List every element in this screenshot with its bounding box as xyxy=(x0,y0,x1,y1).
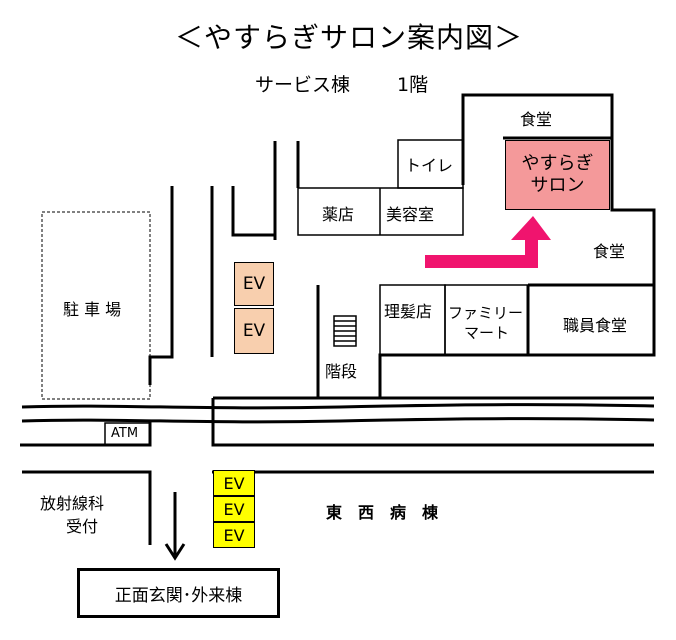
ev-label: EV xyxy=(223,525,245,545)
ev-label: EV xyxy=(223,499,245,519)
ev-label: EV xyxy=(242,321,266,341)
entrance-label: 正面玄関･外来棟 xyxy=(114,585,243,606)
atm-label: ATM xyxy=(111,426,139,441)
floor-level: 1階 xyxy=(397,74,429,96)
salon-label-line1: やすらぎ xyxy=(521,153,594,174)
room-pharmacy: 薬店 xyxy=(322,205,355,224)
ward-elevator-2: EV xyxy=(213,496,255,522)
ev-label: EV xyxy=(242,274,266,294)
room-stairs: 階段 xyxy=(325,362,358,381)
room-toilet: トイレ xyxy=(405,156,454,175)
down-arrow-icon xyxy=(164,492,186,561)
room-beauty-salon: 美容室 xyxy=(386,205,435,224)
ward-elevator-1: EV xyxy=(213,470,255,496)
parking-label: 駐 車 場 xyxy=(63,300,122,319)
page-title: ＜やすらぎサロン案内図＞ xyxy=(175,21,524,54)
main-entrance[interactable]: 正面玄関･外来棟 xyxy=(77,568,280,618)
radiology-label-line1: 放射線科 xyxy=(40,494,105,513)
ward-elevator-3: EV xyxy=(213,522,255,548)
room-dining-right: 食堂 xyxy=(593,242,626,261)
service-elevator-1: EV xyxy=(234,262,274,306)
floor-building: サービス棟 xyxy=(255,74,351,96)
parking-area xyxy=(41,211,151,400)
room-barber: 理髪店 xyxy=(384,302,433,321)
yasuragi-salon[interactable]: やすらぎ サロン xyxy=(505,140,610,210)
service-elevator-2: EV xyxy=(234,308,274,354)
east-west-ward-label: 東 西 病 棟 xyxy=(326,503,439,522)
room-staff-dining: 職員食堂 xyxy=(563,316,628,335)
salon-label-line2: サロン xyxy=(530,175,585,196)
room-familymart-line1: ファミリー xyxy=(448,304,524,322)
route-arrow-icon xyxy=(425,216,551,268)
room-familymart-line2: マート xyxy=(464,324,510,342)
ev-label: EV xyxy=(223,473,245,493)
radiology-label-line2: 受付 xyxy=(66,517,99,536)
room-dining-top: 食堂 xyxy=(520,110,553,129)
